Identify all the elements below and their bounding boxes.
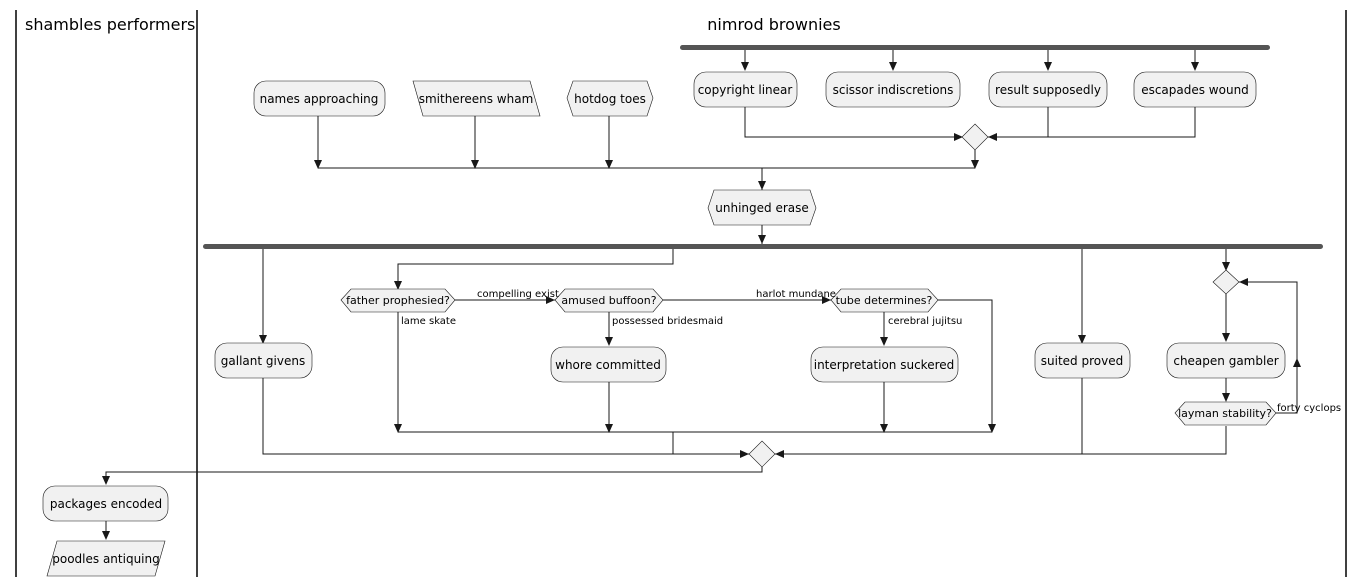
input-smithereens-wham: smithereens wham xyxy=(412,80,541,117)
loop-diamond xyxy=(1212,269,1240,295)
gallant-givens-label: gallant givens xyxy=(221,354,305,368)
edge-label-compelling-exist: compelling exist xyxy=(477,289,559,300)
names-approaching-label: names approaching xyxy=(260,92,379,106)
output-poodles-antiquing: poodles antiquing xyxy=(46,540,166,577)
activity-gallant-givens: gallant givens xyxy=(214,342,313,379)
edge-label-cerebral-jujitsu: cerebral jujitsu xyxy=(888,316,962,327)
scissor-indiscretions-label: scissor indiscretions xyxy=(833,83,954,97)
copyright-linear-label: copyright linear xyxy=(698,83,793,97)
activity-names-approaching: names approaching xyxy=(253,80,386,117)
lane-title-nimrod-brownies: nimrod brownies xyxy=(707,15,840,34)
input-hotdog-toes: hotdog toes xyxy=(566,80,654,117)
arrowheads xyxy=(102,62,1301,540)
fork-bar-middle xyxy=(203,244,1323,249)
cheapen-gambler-label: cheapen gambler xyxy=(1173,354,1278,368)
activity-whore-committed: whore committed xyxy=(550,346,667,383)
whore-committed-label: whore committed xyxy=(555,358,661,372)
edge-label-harlot-mundane: harlot mundane xyxy=(756,289,836,300)
decision-layman-stability: layman stability? xyxy=(1174,401,1277,426)
smithereens-wham-label: smithereens wham xyxy=(419,92,534,106)
merge-diamond-bottom xyxy=(748,440,776,468)
decision-tube-determines: tube determines? xyxy=(830,288,939,313)
merge-diamond-top xyxy=(961,123,989,151)
amused-buffoon-label: amused buffoon? xyxy=(561,294,656,307)
decision-amused-buffoon: amused buffoon? xyxy=(554,288,664,313)
edges xyxy=(105,50,1298,539)
interpretation-suckered-label: interpretation suckered xyxy=(814,358,955,372)
edge-label-possessed-bridesmaid: possessed bridesmaid xyxy=(612,316,723,327)
packages-encoded-label: packages encoded xyxy=(50,497,162,511)
layman-stability-label: layman stability? xyxy=(1178,407,1272,420)
fork-bar-top xyxy=(680,45,1270,50)
decision-father-prophesied: father prophesied? xyxy=(340,288,456,313)
activity-escapades-wound: escapades wound xyxy=(1133,71,1257,108)
activity-cheapen-gambler: cheapen gambler xyxy=(1166,342,1286,379)
activity-copyright-linear: copyright linear xyxy=(693,71,798,108)
edge-label-lame-skate: lame skate xyxy=(401,316,456,327)
hotdog-toes-label: hotdog toes xyxy=(574,92,646,106)
escapades-wound-label: escapades wound xyxy=(1141,83,1249,97)
result-supposedly-label: result supposedly xyxy=(995,83,1101,97)
activity-packages-encoded: packages encoded xyxy=(42,485,169,522)
lane-title-shambles-performers: shambles performers xyxy=(25,15,195,34)
activity-scissor-indiscretions: scissor indiscretions xyxy=(825,71,961,108)
input-unhinged-erase: unhinged erase xyxy=(707,189,817,226)
suited-proved-label: suited proved xyxy=(1041,354,1123,368)
activity-interpretation-suckered: interpretation suckered xyxy=(810,346,959,383)
activity-suited-proved: suited proved xyxy=(1034,342,1131,379)
tube-determines-label: tube determines? xyxy=(836,294,933,307)
father-prophesied-label: father prophesied? xyxy=(346,294,450,307)
unhinged-erase-label: unhinged erase xyxy=(715,201,809,215)
poodles-antiquing-label: poodles antiquing xyxy=(52,552,159,566)
edge-label-forty-cyclops: forty cyclops xyxy=(1277,403,1341,414)
activity-result-supposedly: result supposedly xyxy=(988,71,1108,108)
